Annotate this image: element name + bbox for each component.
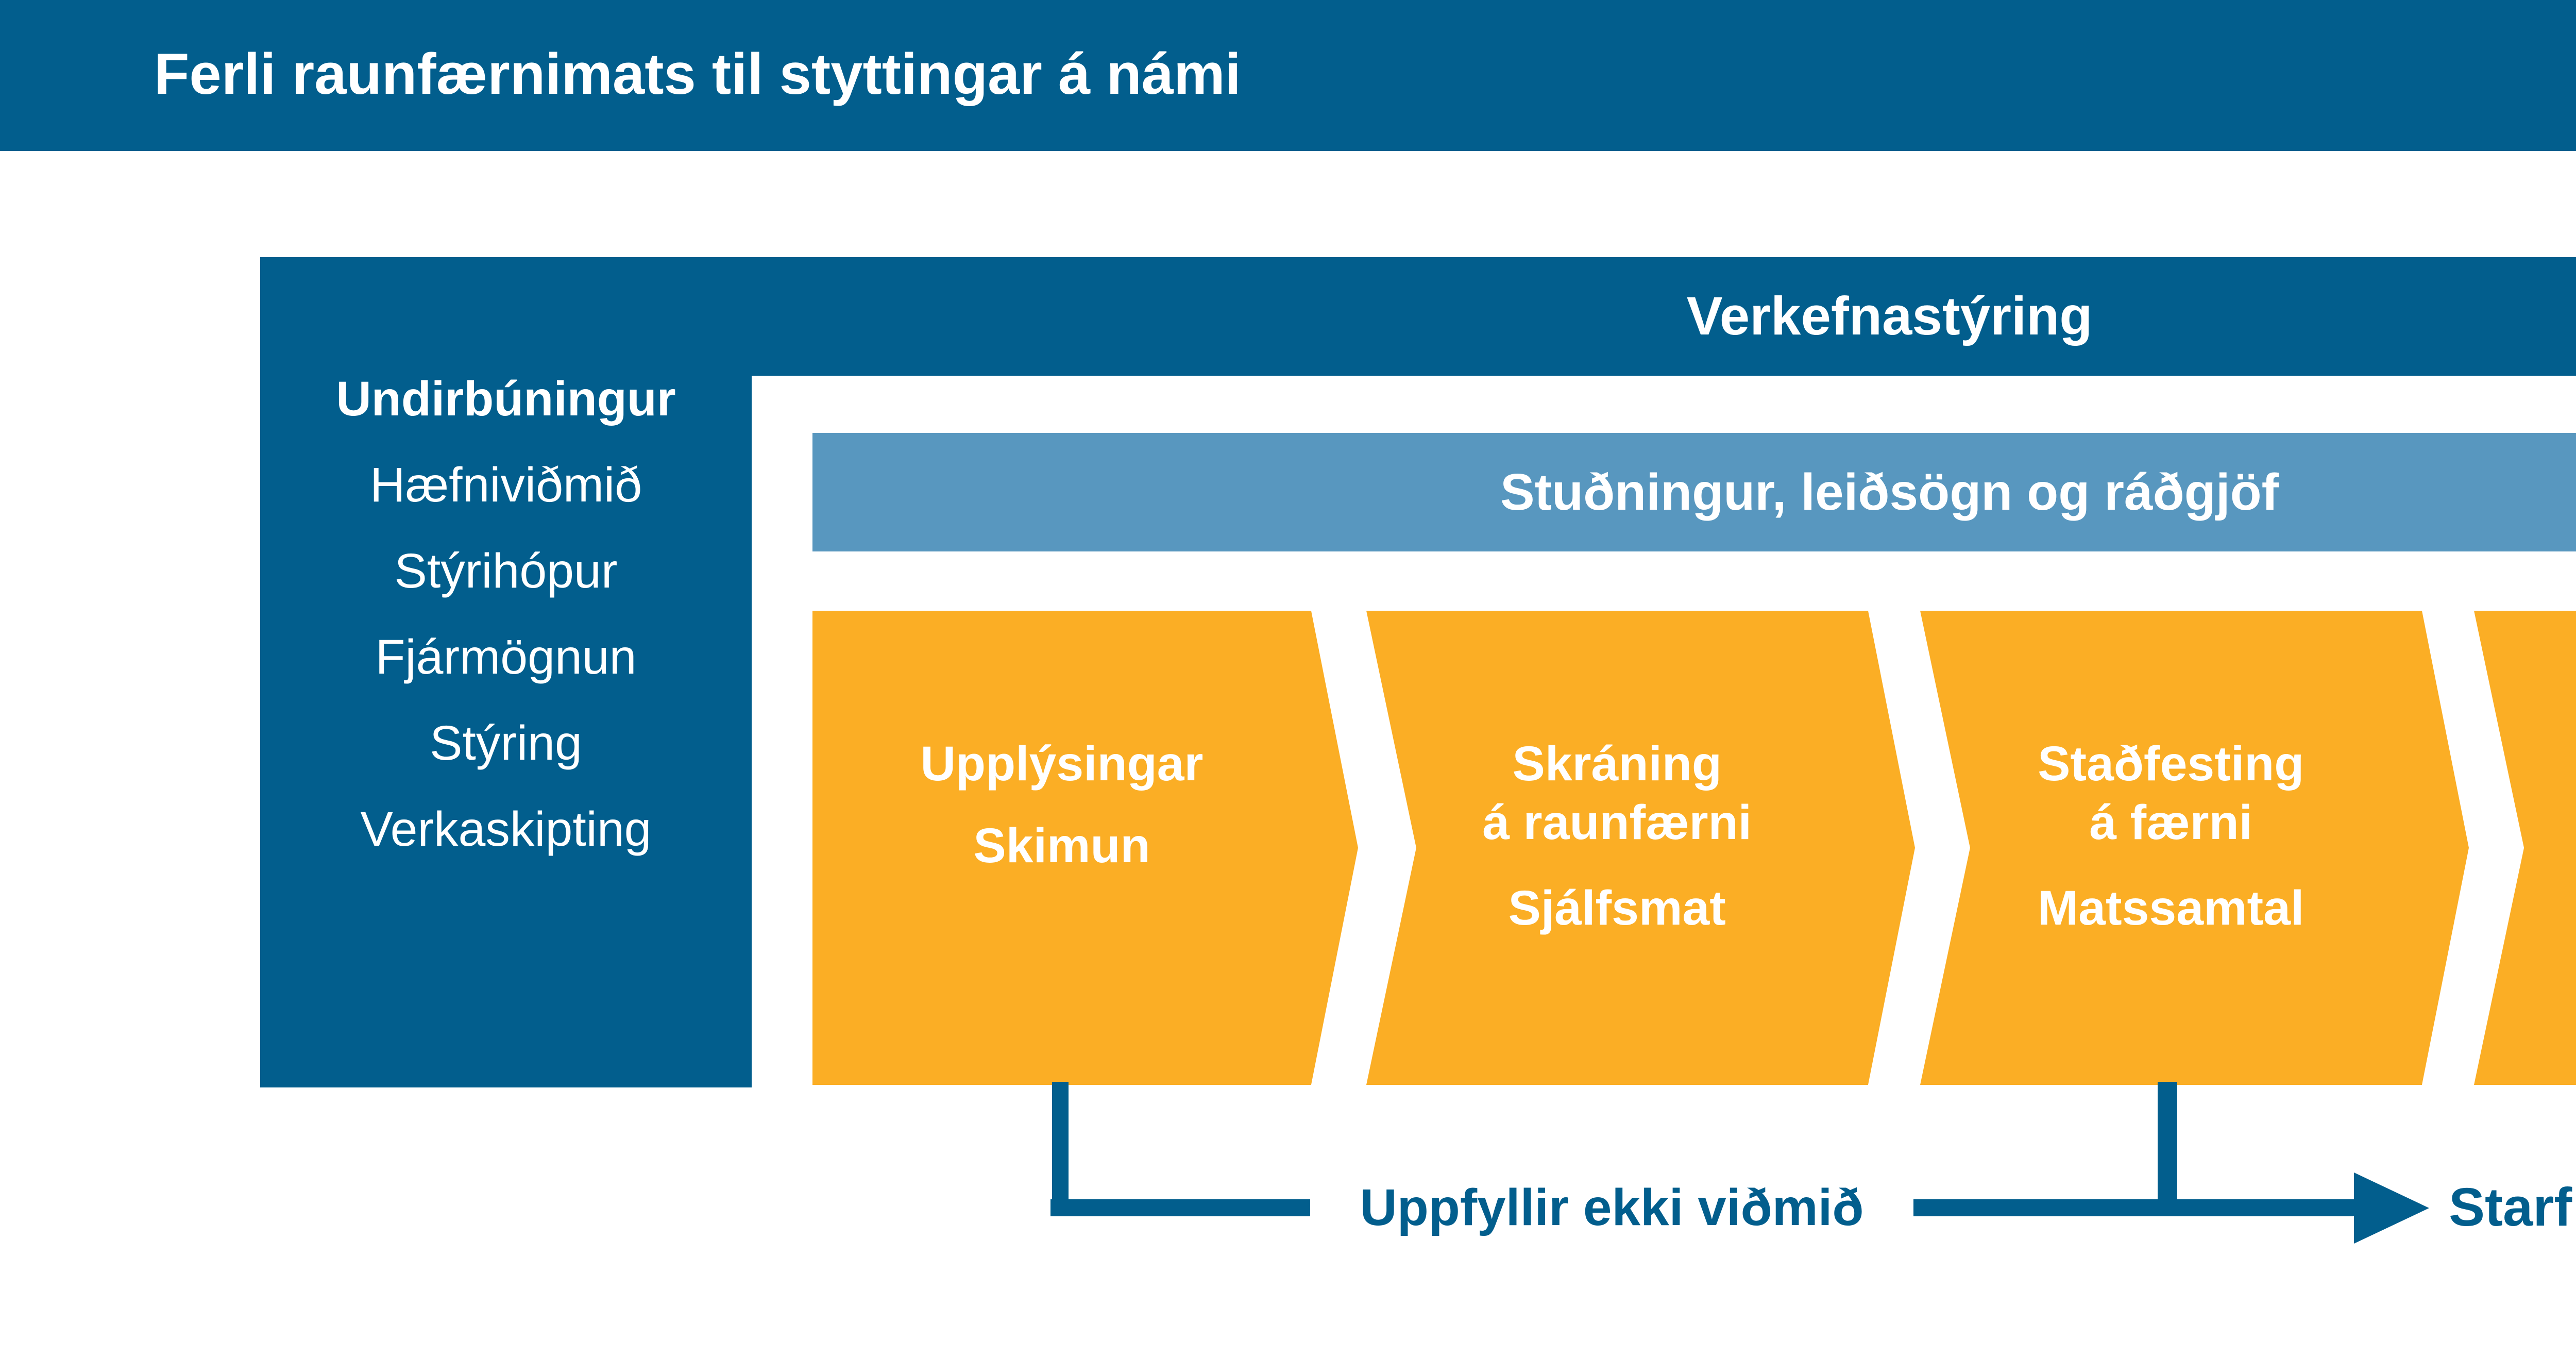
page-title: Ferli raunfærnimats til styttingar á nám… (154, 42, 1241, 106)
step-text: Skráning á raunfærni Sjálfsmat (1366, 611, 1868, 1085)
step-label: Sjálfsmat (1508, 881, 1726, 935)
preparation-item: Hæfniviðmið (370, 458, 642, 512)
step-chevron-confirmation: Staðfesting á færni Matssamtal (1920, 611, 2469, 1085)
connector-line-right (1913, 1199, 2354, 1216)
support-bar-label: Stuðningur, leiðsögn og ráðgjöf (1500, 463, 2279, 521)
step-label: Matssamtal (2037, 881, 2304, 935)
preparation-item: Verkaskipting (360, 802, 652, 857)
step-label: og skráning (2474, 793, 2576, 852)
connector-line-left (1050, 1199, 1310, 1216)
preparation-title: Undirbúningur (336, 372, 676, 426)
preparation-item: Stýring (430, 716, 582, 770)
support-bar: Stuðningur, leiðsögn og ráðgjöf (812, 433, 2576, 551)
arrow-right-icon (2354, 1172, 2429, 1244)
step-label: Vottun (2474, 734, 2576, 793)
title-bar: Ferli raunfærnimats til styttingar á nám… (0, 0, 2576, 151)
fail-criteria-label: Uppfyllir ekki viðmið (1360, 1179, 1864, 1236)
step-chevron-registration: Skráning á raunfærni Sjálfsmat (1366, 611, 1915, 1085)
step-label: á raunfærni (1482, 795, 1752, 850)
preparation-item: Fjármögnun (375, 630, 637, 684)
step-label: Upplýsingar (920, 736, 1204, 791)
outcome-label: Starf og/eða nám (2449, 1177, 2576, 1237)
connector-stem-step3 (2158, 1082, 2177, 1216)
step-text: Upplýsingar Skimun (812, 611, 1311, 1085)
project-management-label: Verkefnastýring (1686, 286, 2093, 346)
step-label: Skimun (973, 818, 1150, 873)
preparation-box: Undirbúningur Hæfniviðmið Stýrihópur Fjá… (260, 257, 752, 1087)
step-text: Vottun og skráning (2474, 611, 2576, 1085)
step-label: Skráning (1512, 736, 1722, 791)
step-text: Staðfesting á færni Matssamtal (1920, 611, 2421, 1085)
preparation-item: Stýrihópur (394, 544, 618, 598)
step-chevron-certification: Vottun og skráning (2474, 611, 2576, 1085)
step-chevron-information: Upplýsingar Skimun (812, 611, 1358, 1085)
step-label: Staðfesting (2038, 736, 2304, 791)
step-label: á færni (2089, 795, 2253, 850)
support-bar-label-area: Stuðningur, leiðsögn og ráðgjöf (812, 433, 2576, 551)
connector-stem-step1 (1052, 1082, 1069, 1216)
